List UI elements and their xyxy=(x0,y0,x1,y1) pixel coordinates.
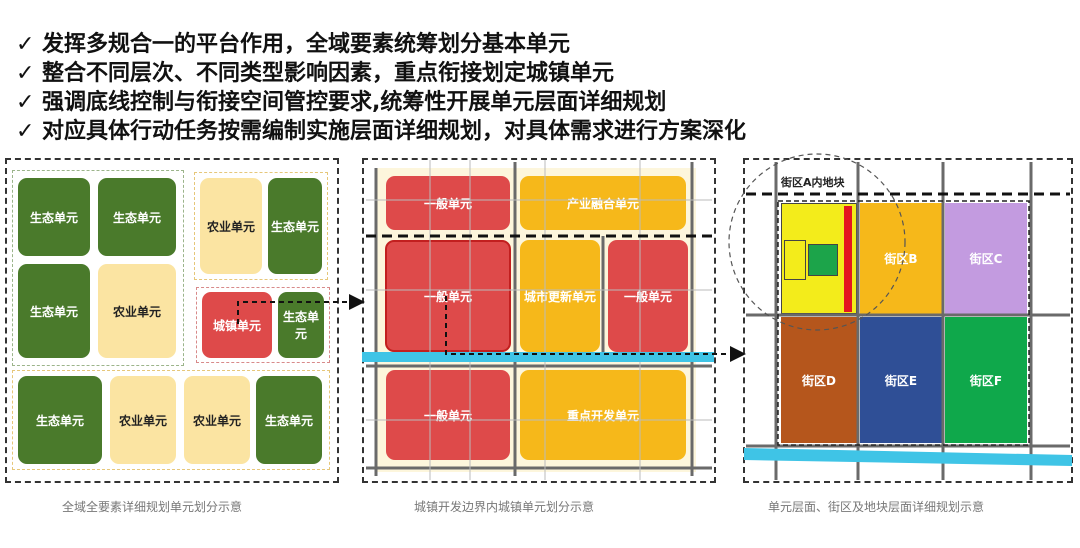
block-c: 街区C xyxy=(945,203,1027,314)
p1-cell-9: 生态单元 xyxy=(18,376,102,464)
panel1-group-c xyxy=(196,287,330,363)
bullet-4: ✓ 对应具体行动任务按需编制实施层面详细规划，对具体需求进行方案深化 xyxy=(16,117,746,146)
arrow-1 xyxy=(237,294,365,324)
bullet-2: ✓ 整合不同层次、不同类型影响因素，重点衔接划定城镇单元 xyxy=(16,59,746,88)
zoom-circle xyxy=(728,153,906,331)
bullet-3: ✓ 强调底线控制与衔接空间管控要求,统筹性开展单元层面详细规划 xyxy=(16,88,746,117)
bullet-list: ✓ 发挥多规合一的平台作用，全域要素统筹划分基本单元 ✓ 整合不同层次、不同类型影响… xyxy=(16,30,746,146)
p2-cell-6: 一般单元 xyxy=(386,370,510,460)
p1-cell-4: 农业单元 xyxy=(98,264,176,358)
bullet-text: 发挥多规合一的平台作用，全域要素统筹划分基本单元 xyxy=(42,32,571,57)
block-a-parcel-left xyxy=(784,240,806,280)
p2-cell-7: 重点开发单元 xyxy=(520,370,686,460)
p1-cell-11: 农业单元 xyxy=(184,376,250,464)
bullet-1: ✓ 发挥多规合一的平台作用，全域要素统筹划分基本单元 xyxy=(16,30,746,59)
panel3-caption: 单元层面、街区及地块层面详细规划示意 xyxy=(768,500,985,514)
panel1-group-b xyxy=(194,172,328,280)
panel1-frame xyxy=(5,158,339,483)
p1-cell-10: 农业单元 xyxy=(110,376,176,464)
panel2-frame xyxy=(362,158,716,483)
p1-cell-1: 生态单元 xyxy=(18,178,90,256)
panel2-caption: 城镇开发边界内城镇单元划分示意 xyxy=(414,500,595,514)
panel1-group-d xyxy=(12,370,330,470)
p1-cell-12: 生态单元 xyxy=(256,376,322,464)
panel3-unit-outline xyxy=(777,200,1030,446)
check-icon: ✓ xyxy=(16,61,35,86)
bullet-text: 对应具体行动任务按需编制实施层面详细规划，对具体需求进行方案深化 xyxy=(42,119,747,144)
panel2-thin-grid xyxy=(366,160,712,480)
p2-cell-5: 一般单元 xyxy=(608,240,688,352)
panel3-river xyxy=(744,448,1072,466)
block-a-parcel-green xyxy=(808,244,838,276)
bullet-text: 整合不同层次、不同类型影响因素，重点衔接划定城镇单元 xyxy=(42,61,615,86)
panel1-group-a xyxy=(12,170,184,366)
block-d: 街区D xyxy=(781,317,857,443)
panel2-grid xyxy=(366,162,712,476)
p2-cell-2: 产业融合单元 xyxy=(520,176,686,230)
block-a-parcel-red xyxy=(844,206,852,312)
p1-cell-5: 农业单元 xyxy=(200,178,262,274)
p2-cell-3: 一般单元 xyxy=(385,240,511,352)
arrow-2 xyxy=(445,296,746,362)
p1-cell-3: 生态单元 xyxy=(18,264,90,358)
p2-cell-4: 城市更新单元 xyxy=(520,240,600,352)
bullet-text: 强调底线控制与衔接空间管控要求,统筹性开展单元层面详细规划 xyxy=(42,90,667,115)
panel1-caption: 全域全要素详细规划单元划分示意 xyxy=(62,500,243,514)
block-f: 街区F xyxy=(945,317,1027,443)
circle-label: 街区A内地块 xyxy=(781,176,845,189)
panel3-grid xyxy=(746,162,1070,480)
p1-cell-2: 生态单元 xyxy=(98,178,176,256)
p1-cell-6: 生态单元 xyxy=(268,178,322,274)
panel2-river xyxy=(362,352,714,362)
block-b: 街区B xyxy=(860,203,942,314)
check-icon: ✓ xyxy=(16,90,35,115)
check-icon: ✓ xyxy=(16,32,35,57)
block-e: 街区E xyxy=(860,317,942,443)
check-icon: ✓ xyxy=(16,119,35,144)
panel3-frame xyxy=(743,158,1073,483)
p2-cell-1: 一般单元 xyxy=(386,176,510,230)
